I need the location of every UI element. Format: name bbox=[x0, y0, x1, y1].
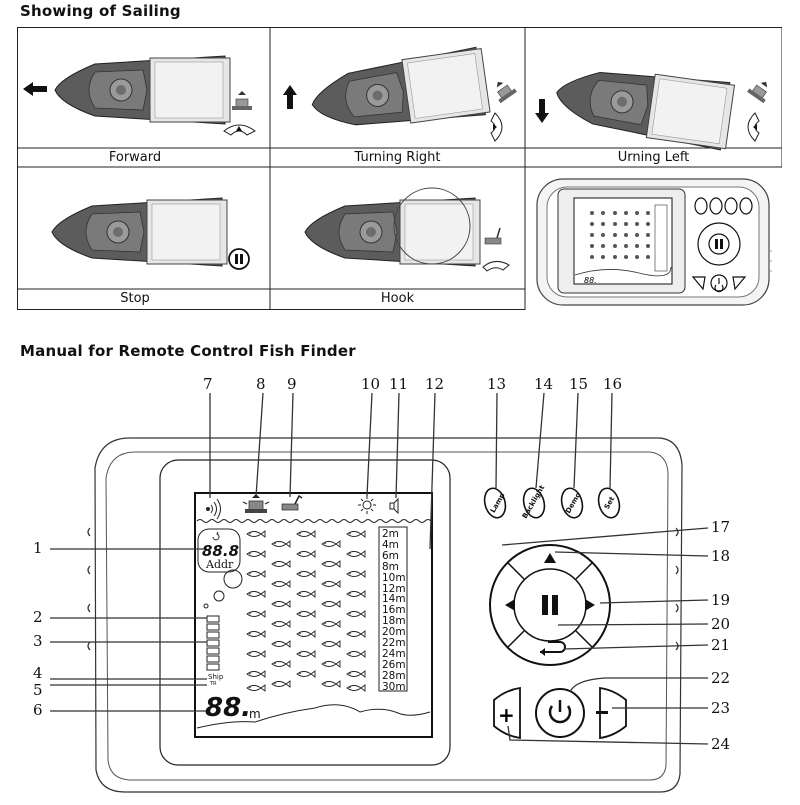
minus-button[interactable] bbox=[598, 688, 628, 738]
up-arrow-icon bbox=[544, 553, 556, 563]
small-remote-illustration: 88. bbox=[536, 178, 772, 306]
callout-11: 11 bbox=[389, 375, 409, 393]
callout-4: 4 bbox=[33, 664, 43, 682]
right-arrow-icon bbox=[585, 599, 595, 611]
arrow-down-icon bbox=[535, 99, 549, 123]
sailing-grid: 88. bbox=[17, 27, 782, 310]
callout-18: 18 bbox=[711, 547, 731, 565]
depth-scale: 2m 4m 6m 8m 10m 12m 14m 16m 18m 20m 22m … bbox=[382, 529, 406, 693]
callout-13: 13 bbox=[487, 375, 507, 393]
turning-left-panel bbox=[535, 58, 775, 152]
arrow-left-icon bbox=[23, 82, 47, 96]
seabed-line bbox=[196, 704, 431, 729]
right-button[interactable] bbox=[582, 585, 608, 625]
hook-panel bbox=[304, 187, 510, 272]
signal-icon bbox=[206, 498, 221, 520]
callout-2: 2 bbox=[33, 608, 43, 626]
address-label: Addr bbox=[206, 558, 234, 571]
up-button[interactable] bbox=[530, 543, 570, 567]
callout-15: 15 bbox=[569, 375, 589, 393]
depth-30m: 30m bbox=[382, 680, 406, 693]
hook-highlight bbox=[393, 187, 471, 265]
depth-6m: 6m bbox=[382, 549, 399, 562]
power-icon bbox=[548, 700, 572, 724]
depth-2m: 2m bbox=[382, 528, 399, 540]
callout-12: 12 bbox=[425, 375, 445, 393]
speaker-icon bbox=[389, 497, 399, 515]
callout-5: 5 bbox=[33, 681, 43, 699]
return-hook-button[interactable] bbox=[525, 638, 575, 662]
stop-panel bbox=[51, 197, 250, 270]
depth-unit: m bbox=[249, 707, 261, 721]
depth-18m: 18m bbox=[382, 615, 406, 628]
caption-hook: Hook bbox=[380, 291, 415, 306]
ship-label: Ship bbox=[208, 673, 224, 681]
callout-1: 1 bbox=[33, 539, 43, 557]
depth-28m: 28m bbox=[382, 669, 406, 682]
plus-icon: + bbox=[498, 703, 515, 727]
depth-12m: 12m bbox=[382, 582, 406, 595]
forward-panel bbox=[23, 55, 256, 136]
callout-21: 21 bbox=[711, 636, 731, 654]
depth-4m: 4m bbox=[382, 538, 399, 551]
depth-24m: 24m bbox=[382, 647, 406, 660]
bottom-button-row: + bbox=[493, 686, 627, 740]
callout-3: 3 bbox=[33, 632, 43, 650]
depth-16m: 16m bbox=[382, 604, 406, 617]
bait-hook-icon bbox=[281, 494, 303, 511]
depth-readout: 88. bbox=[205, 693, 252, 723]
lamp-button-shape bbox=[483, 487, 507, 519]
minus-icon bbox=[596, 711, 608, 714]
depth-22m: 22m bbox=[382, 637, 406, 650]
caption-stop: Stop bbox=[120, 291, 150, 306]
callout-20: 20 bbox=[711, 615, 731, 633]
callout-24: 24 bbox=[711, 735, 731, 753]
depth-26m: 26m bbox=[382, 658, 406, 671]
callout-23: 23 bbox=[711, 699, 731, 717]
callout-16: 16 bbox=[603, 375, 623, 393]
caption-turning-left: Urning Left bbox=[617, 150, 690, 165]
caption-forward: Forward bbox=[108, 150, 162, 165]
return-icon bbox=[482, 261, 510, 272]
address-readout: 88.8 bbox=[202, 542, 240, 560]
callout-19: 19 bbox=[711, 591, 731, 609]
callout-8: 8 bbox=[256, 375, 266, 393]
plus-button[interactable] bbox=[492, 688, 522, 738]
callout-9: 9 bbox=[287, 375, 297, 393]
pause-icon bbox=[542, 595, 548, 615]
manual-title: Manual for Remote Control Fish Finder bbox=[20, 342, 356, 360]
depth-20m: 20m bbox=[382, 626, 406, 639]
left-arrow-icon bbox=[505, 599, 515, 611]
arrow-up-icon bbox=[283, 85, 297, 109]
callout-6: 6 bbox=[33, 701, 43, 719]
turning-right-panel bbox=[283, 46, 518, 142]
callout-17: 17 bbox=[711, 518, 731, 536]
sailing-title: Showing of Sailing bbox=[20, 2, 181, 20]
callout-10: 10 bbox=[361, 375, 381, 393]
power-button[interactable] bbox=[536, 689, 584, 737]
signal-bar-gauge bbox=[206, 615, 220, 671]
ship-sub-label: TR bbox=[210, 681, 217, 687]
depth-8m: 8m bbox=[382, 560, 399, 573]
depth-14m: 14m bbox=[382, 593, 406, 606]
bait-hook-icon bbox=[484, 227, 502, 245]
pause-button[interactable] bbox=[518, 573, 582, 637]
direction-pad bbox=[489, 544, 611, 666]
small-depth-readout: 88. bbox=[584, 276, 597, 285]
depth-scale-box bbox=[378, 526, 408, 692]
return-icon bbox=[540, 641, 566, 653]
caption-turning-right: Turning Right bbox=[354, 150, 441, 165]
callout-22: 22 bbox=[711, 669, 731, 687]
lamp-icon bbox=[358, 496, 376, 514]
left-button[interactable] bbox=[492, 585, 518, 625]
callout-14: 14 bbox=[534, 375, 554, 393]
pause-icon bbox=[228, 248, 250, 270]
callout-7: 7 bbox=[203, 375, 213, 393]
depth-10m: 10m bbox=[382, 571, 406, 584]
